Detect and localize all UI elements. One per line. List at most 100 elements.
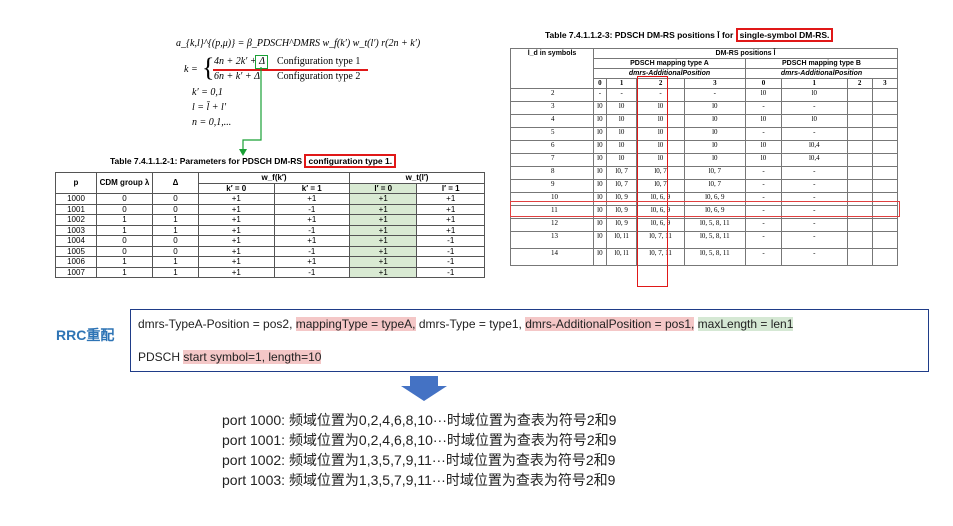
t2-idx: 3 <box>683 78 746 89</box>
t2-idx: 0 <box>744 78 783 89</box>
table1-cell: +1 <box>198 266 275 278</box>
table2-cell: l0 <box>683 140 746 154</box>
table2-cell: l0 <box>605 114 638 128</box>
table2-cell: l0 <box>744 114 783 128</box>
table1-cell: 1 <box>152 256 199 268</box>
table2-cell: l0 <box>744 140 783 154</box>
table2-cell: l0 <box>593 140 607 154</box>
table1-cell: 1 <box>152 224 199 236</box>
table1-cell: +1 <box>416 214 485 226</box>
formula-brace: { <box>202 53 215 82</box>
table2-cell <box>871 179 899 193</box>
table1-cell: 1007 <box>55 266 97 278</box>
table2-cell <box>871 101 899 115</box>
table2-cell: 2 <box>510 88 594 102</box>
table1-cell: +1 <box>348 235 418 247</box>
t1-h-wf: w_f(k′) <box>198 172 350 184</box>
table1-cell: +1 <box>273 214 350 226</box>
table1-cell: -1 <box>273 203 350 215</box>
red-underline <box>213 69 368 71</box>
result-port-1003: port 1003: 频域位置为1,3,5,7,9,11···时域位置为查表为符… <box>222 472 616 488</box>
table1-cell: 1001 <box>55 203 97 215</box>
table2-cell: l0 <box>593 166 607 180</box>
t1-sub-k0: k′ = 0 <box>198 182 275 194</box>
t2-idx: 1 <box>605 78 638 89</box>
t2-h-ld: l_d in symbols <box>510 48 594 89</box>
table2-cell <box>846 114 873 128</box>
table2-cell <box>871 166 899 180</box>
table1-cell: 1 <box>96 266 153 278</box>
formula-case2-expr: 6n + k′ + Δ <box>214 71 260 82</box>
table2-cell: l0 <box>593 248 607 266</box>
rrc-config-box: dmrs-TypeA-Position = pos2, mappingType … <box>130 309 929 372</box>
result-lines: port 1000: 频域位置为0,2,4,6,8,10···时域位置为查表为符… <box>222 410 616 490</box>
table1-cell: 0 <box>96 235 153 247</box>
table2-cell <box>846 218 873 232</box>
rrc-mapping-type: mappingType = typeA, <box>295 317 416 331</box>
table1-cell: -1 <box>273 245 350 257</box>
table2-title: Table 7.4.1.1.2-3: PDSCH DM-RS positions… <box>545 28 834 42</box>
table2-cell: l0, 7, 11 <box>636 248 685 266</box>
table1-cell: +1 <box>348 224 418 236</box>
table1-cell: +1 <box>198 235 275 247</box>
table1-cell: -1 <box>416 235 485 247</box>
table2-cell: l0 <box>593 218 607 232</box>
table2-cell: l0 <box>781 88 848 102</box>
table1-cell: 1004 <box>55 235 97 247</box>
table1-cell: 1000 <box>55 193 97 205</box>
table1-cell: +1 <box>416 193 485 205</box>
table2: l_d in symbols DM-RS positions l̄ PDSCH … <box>510 48 899 266</box>
t1-h-delta: Δ <box>152 172 199 194</box>
table2-cell <box>846 248 873 266</box>
table2-cell: l0,4 <box>781 140 848 154</box>
table1-cell: +1 <box>273 235 350 247</box>
result-port-1001: port 1001: 频域位置为0,2,4,6,8,10···时域位置为查表为符… <box>222 432 617 448</box>
table1-cell: +1 <box>348 266 418 278</box>
t1-sub-l1: l′ = 1 <box>416 182 485 194</box>
t1-h-cdm: CDM group λ <box>96 172 153 194</box>
table2-cell <box>846 140 873 154</box>
table2-cell: - <box>593 88 607 102</box>
formula-k-lhs: k = <box>184 64 198 75</box>
table2-cell: l0, l1 <box>605 231 638 249</box>
rrc-start-length: start symbol=1, length=10 <box>183 350 322 364</box>
table2-cell: l0, 9 <box>605 218 638 232</box>
t2-idx: 2 <box>846 78 873 89</box>
table2-cell: - <box>605 88 638 102</box>
table1-cell: 1005 <box>55 245 97 257</box>
table2-cell: l0, 7 <box>605 166 638 180</box>
t1-h-wt: w_t(l′) <box>349 172 485 184</box>
table1-cell: +1 <box>198 224 275 236</box>
table2-cell: l0, 5, 8, 11 <box>683 218 746 232</box>
formula-case2-label: Configuration type 2 <box>277 71 361 82</box>
table2-cell: l0 <box>593 231 607 249</box>
formula-l-def: l = l̄ + l′ <box>192 102 227 113</box>
table2-cell: 8 <box>510 166 594 180</box>
table2-cell: l0 <box>683 153 746 167</box>
table2-cell: l0 <box>593 114 607 128</box>
table2-cell: - <box>744 179 783 193</box>
table1-cell: 1 <box>96 214 153 226</box>
table1-cell: +1 <box>348 214 418 226</box>
table2-cell: l0 <box>744 88 783 102</box>
table2-cell: - <box>744 127 783 141</box>
table2-cell <box>846 166 873 180</box>
table2-cell: l0,4 <box>781 153 848 167</box>
table1: p CDM group λ Δ w_f(k′) w_t(l′) k′ = 0 k… <box>55 172 485 278</box>
table2-cell: l0 <box>605 153 638 167</box>
table2-cell <box>871 153 899 167</box>
table1-cell: +1 <box>273 193 350 205</box>
table1-cell: 1 <box>152 266 199 278</box>
table1-cell: 0 <box>96 203 153 215</box>
table1-cell: -1 <box>273 224 350 236</box>
